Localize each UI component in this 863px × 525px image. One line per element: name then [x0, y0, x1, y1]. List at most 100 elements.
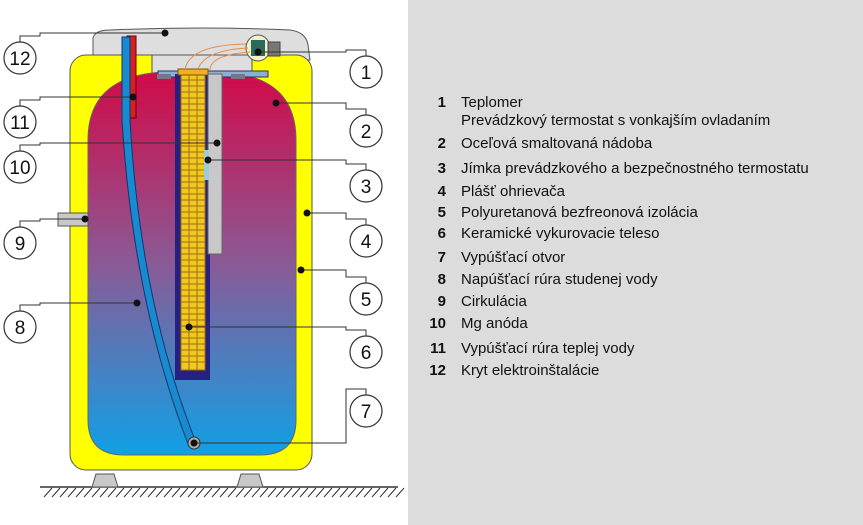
- callout-number: 4: [361, 232, 372, 253]
- callout-1: 1: [349, 55, 383, 89]
- callout-number: 11: [10, 113, 30, 134]
- ground-hatch: [371, 487, 381, 498]
- callout-circle: [349, 282, 383, 316]
- callout-number: 12: [9, 49, 30, 70]
- leader-dot: [185, 323, 193, 331]
- callout-9: 9: [3, 226, 37, 260]
- ground-hatch: [235, 487, 245, 498]
- leader-line: [258, 49, 367, 56]
- leader-line: [307, 212, 367, 225]
- ground-hatch: [363, 487, 373, 498]
- ground-hatch: [331, 487, 341, 498]
- callout-11: 11: [3, 105, 37, 139]
- leader-dot: [190, 439, 198, 447]
- leader-line: [19, 142, 217, 151]
- callout-12: 12: [3, 41, 37, 75]
- legend-number: 7: [437, 249, 446, 266]
- leader-dots: [81, 29, 311, 447]
- ground-hatch: [203, 487, 213, 498]
- legend-text: Oceľová smaltovaná nádoba: [461, 135, 653, 152]
- leader-line: [19, 218, 85, 227]
- legend-text: Napúšťací rúra studenej vody: [461, 271, 658, 288]
- ground-hatch: [115, 487, 125, 498]
- element-head: [177, 68, 209, 76]
- legend-text: Vypúšťací rúra teplej vody: [461, 340, 635, 357]
- callout-circle: [3, 105, 37, 139]
- legend-text: Plášť ohrievača: [461, 183, 566, 200]
- leader-line: [194, 388, 367, 444]
- legend-text: Kryt elektroinštalácie: [461, 362, 600, 379]
- legend-text: Cirkulácia: [461, 293, 527, 310]
- leader-line: [301, 269, 367, 283]
- callout-number: 3: [361, 177, 372, 198]
- leader-dot: [272, 99, 280, 107]
- ground-hatch: [179, 487, 189, 498]
- leader-dot: [303, 209, 311, 217]
- ground-hatch: [59, 487, 69, 498]
- ground-hatch: [227, 487, 237, 498]
- callout-7: 7: [349, 394, 383, 428]
- callout-circle: [3, 226, 37, 260]
- ground-hatch: [275, 487, 285, 498]
- ground-hatch: [339, 487, 349, 498]
- callout-number: 1: [361, 63, 372, 84]
- ground-hatch: [147, 487, 157, 498]
- foot-left: [91, 473, 119, 488]
- callout-number: 6: [361, 343, 372, 364]
- callout-circle: [349, 224, 383, 258]
- leader-line: [19, 302, 137, 311]
- leader-line: [19, 32, 165, 42]
- legend-number: 8: [437, 271, 446, 288]
- ground: [40, 486, 405, 498]
- legend-text: Prevádzkový termostat s vonkajším ovlada…: [461, 112, 771, 129]
- callout-8: 8: [3, 310, 37, 344]
- ground-hatch: [67, 487, 77, 498]
- callout-5: 5: [349, 282, 383, 316]
- ground-hatch: [139, 487, 149, 498]
- foot-right: [236, 473, 264, 488]
- legend-number: 10: [429, 315, 446, 332]
- leader-line: [208, 159, 367, 170]
- ground-hatch: [347, 487, 357, 498]
- heating-coil: [181, 74, 205, 370]
- ground-hatch: [195, 487, 205, 498]
- heating-element: [180, 73, 206, 371]
- callout-circle: [3, 310, 37, 344]
- callout-number: 9: [15, 234, 26, 255]
- leader-dot: [213, 139, 221, 147]
- legend-number: 9: [437, 293, 446, 310]
- leader-dot: [129, 93, 137, 101]
- ground-hatch: [211, 487, 221, 498]
- leader-dot: [297, 266, 305, 274]
- ground-hatch: [107, 487, 117, 498]
- ground-hatch: [163, 487, 173, 498]
- leader-lines: [19, 32, 367, 444]
- ground-hatch: [123, 487, 133, 498]
- legend-text: Teplomer: [461, 94, 523, 111]
- legend-text: Mg anóda: [461, 315, 528, 332]
- ground-hatch: [379, 487, 389, 498]
- callout-number: 5: [361, 290, 372, 311]
- callout-circle: [3, 150, 37, 184]
- legend-number: 3: [437, 160, 446, 177]
- ground-hatch: [171, 487, 181, 498]
- ground-hatch: [259, 487, 269, 498]
- callout-circle: [349, 335, 383, 369]
- legend-text: Polyuretanová bezfreonová izolácia: [461, 204, 698, 221]
- ground-hatch: [91, 487, 101, 498]
- ground-hatch: [251, 487, 261, 498]
- leader-dot: [133, 299, 141, 307]
- leader-dot: [204, 156, 212, 164]
- ground-hatch: [43, 487, 53, 498]
- ground-hatch: [267, 487, 277, 498]
- ground-hatch: [219, 487, 229, 498]
- leader-dot: [254, 48, 262, 56]
- legend-number: 2: [437, 135, 446, 152]
- legend-number: 5: [437, 204, 446, 221]
- legend-text: Jímka prevádzkového a bezpečnostného ter…: [461, 160, 809, 177]
- legend-number: 6: [437, 225, 446, 242]
- legend-number: 4: [437, 183, 446, 200]
- leader-line: [19, 96, 133, 106]
